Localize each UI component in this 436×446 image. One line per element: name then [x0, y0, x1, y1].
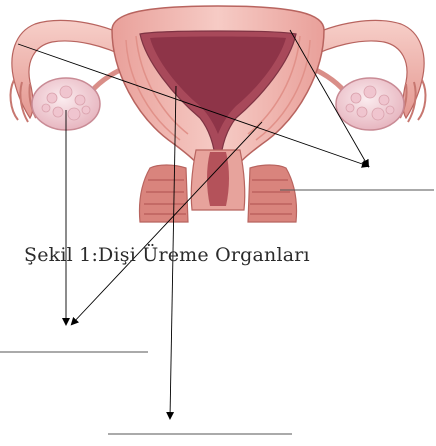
figure-caption: Şekil 1:Dişi Üreme Organları [24, 244, 310, 266]
pointer-line-cervix [72, 122, 262, 324]
